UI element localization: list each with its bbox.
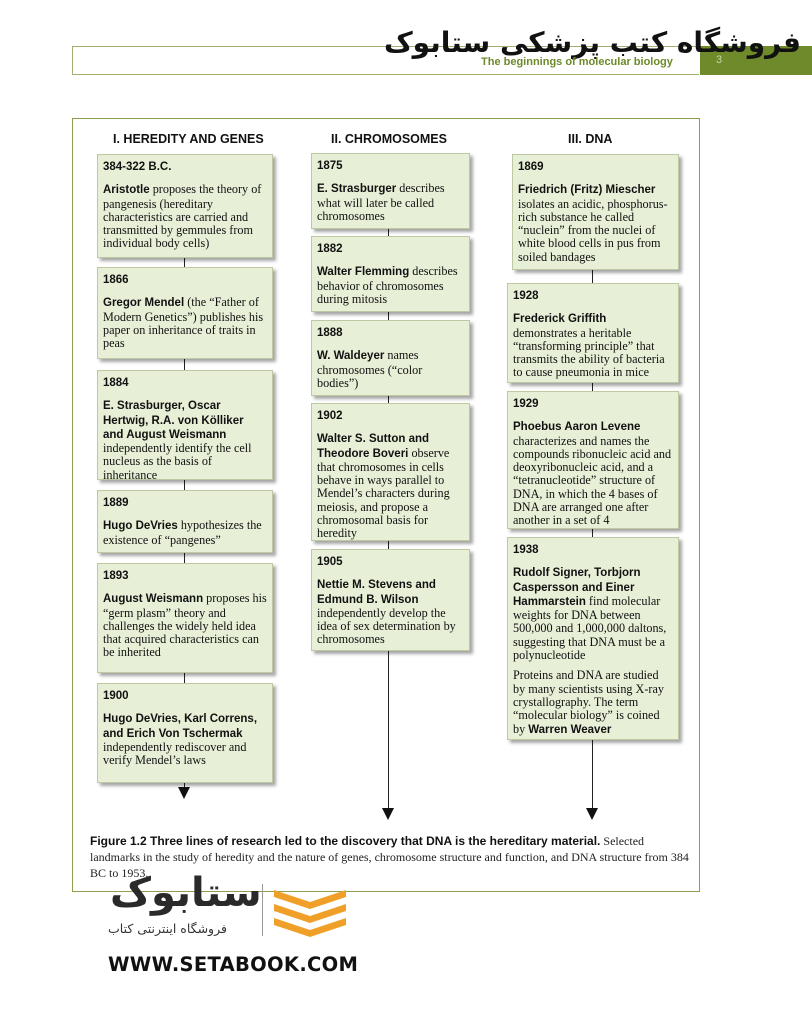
entry-text: independently develop the idea of sex de… [317, 605, 456, 647]
book-stack-icon [274, 890, 346, 937]
entry-year: 1902 [317, 410, 343, 422]
entry-text: find molecular weights for DNA between 5… [513, 593, 667, 663]
entry-name: Hugo DeVries, Karl Correns, and Erich Vo… [103, 713, 258, 740]
entry-year: 1882 [317, 243, 343, 255]
entry-year: 1938 [513, 544, 539, 556]
entry-year: 384-322 B.C. [103, 161, 172, 173]
entry-text: describes what will later be called chro… [317, 181, 445, 223]
entry-text: proposes his “germ plasm” theory and cha… [103, 591, 267, 660]
entry-name: Frederick Griffith [513, 313, 607, 326]
entry-name: Hugo DeVries [103, 520, 178, 533]
arrow-down-icon [178, 787, 190, 799]
logo-wordmark: ستابوک [110, 870, 263, 916]
entry-year: 1905 [317, 556, 343, 568]
entry-text: (the “Father of Modern Genetics”) publis… [103, 295, 264, 351]
entry-name: Walter Flemming [317, 266, 410, 279]
timeline-box: 1869 Friedrich (Fritz) Miescher isolates… [512, 154, 679, 270]
entry-year: 1929 [513, 398, 539, 410]
entry-text: names chromosomes (“color bodies”) [317, 348, 423, 390]
timeline-box: 1889 Hugo DeVries hypothesizes the exist… [97, 490, 273, 553]
entry-extra-name: Warren Weaver [528, 723, 612, 736]
entry-text: characterizes and names the compounds ri… [513, 433, 672, 528]
entry-text: independently rediscover and verify Mend… [103, 739, 247, 768]
entry-text: hypothesizes the existence of “pangenes” [103, 518, 262, 547]
entry-text: demonstrates a heritable “transforming p… [513, 325, 665, 380]
column-heading-heredity: I. HEREDITY AND GENES [113, 132, 264, 146]
caption-label: Figure 1.2 Three lines of research led t… [90, 834, 601, 848]
timeline-box: 1882 Walter Flemming describes behavior … [311, 236, 470, 312]
timeline-box: 1902 Walter S. Sutton and Theodore Bover… [311, 403, 470, 541]
entry-year: 1866 [103, 274, 129, 286]
entry-name: E. Strasburger, Oscar Hertwig, R.A. von … [103, 400, 244, 441]
entry-extra-text: Proteins and DNA are studied by many sci… [513, 668, 664, 736]
entry-text: observe that chromosomes in cells behave… [317, 445, 450, 541]
entry-name: Phoebus Aaron Levene [513, 421, 641, 434]
timeline-line-dna [592, 262, 593, 808]
entry-year: 1875 [317, 160, 343, 172]
figure-caption: Figure 1.2 Three lines of research led t… [90, 833, 690, 881]
caption-text: Selected landmarks in the study of hered… [90, 834, 689, 880]
timeline-box: 384-322 B.C. Aristotle proposes the theo… [97, 154, 273, 258]
entry-year: 1884 [103, 377, 129, 389]
arrow-down-icon [586, 808, 598, 820]
timeline-box: 1938 Rudolf Signer, Torbjorn Caspersson … [507, 537, 679, 740]
chapter-title: The beginnings of molecular biology [481, 56, 673, 68]
timeline-box: 1866 Gregor Mendel (the “Father of Moder… [97, 267, 273, 359]
entry-name: Walter S. Sutton and Theodore Boveri [317, 433, 430, 460]
entry-text: isolates an acidic, phosphorus-rich subs… [518, 196, 668, 264]
arrow-down-icon [382, 808, 394, 820]
header-rule [72, 46, 699, 75]
figure-frame [72, 118, 700, 892]
page-number: 3 [716, 54, 723, 66]
entry-name: E. Strasburger [317, 183, 397, 196]
timeline-box: 1875 E. Strasburger describes what will … [311, 153, 470, 229]
entry-year: 1893 [103, 570, 129, 582]
website-url[interactable]: WWW.SETABOOK.COM [108, 953, 359, 976]
entry-name: Aristotle [103, 184, 150, 197]
column-heading-dna: III. DNA [568, 132, 613, 146]
header-tab [700, 46, 812, 75]
timeline-box: 1893 August Weismann proposes his “germ … [97, 563, 273, 673]
entry-year: 1889 [103, 497, 129, 509]
entry-name: Nettie M. Stevens and Edmund B. Wilson [317, 579, 436, 606]
entry-year: 1869 [518, 161, 544, 173]
entry-text: proposes the theory of pangenesis (hered… [103, 182, 262, 251]
entry-name: Gregor Mendel [103, 297, 185, 310]
timeline-box: 1884 E. Strasburger, Oscar Hertwig, R.A.… [97, 370, 273, 482]
column-heading-chromosomes: II. CHROMOSOMES [331, 132, 447, 146]
store-name: فروشگاه کتب پزشکی ستابوک [384, 26, 801, 59]
entry-year: 1928 [513, 290, 539, 302]
entry-year: 1900 [103, 690, 129, 702]
timeline-box: 1905 Nettie M. Stevens and Edmund B. Wil… [311, 549, 470, 651]
timeline-box: 1888 W. Waldeyer names chromosomes (“col… [311, 320, 470, 396]
timeline-box: 1928 Frederick Griffith demonstrates a h… [507, 283, 679, 383]
entry-text: describes behavior of chromosomes during… [317, 264, 458, 306]
logo-subtitle: فروشگاه اینترنتی کتاب [108, 921, 227, 936]
timeline-box: 1929 Phoebus Aaron Levene characterizes … [507, 391, 679, 529]
entry-name: Rudolf Signer, Torbjorn Caspersson and E… [513, 567, 641, 608]
timeline-box: 1900 Hugo DeVries, Karl Correns, and Eri… [97, 683, 273, 783]
entry-name: W. Waldeyer [317, 350, 385, 363]
entry-name: August Weismann [103, 593, 204, 606]
entry-year: 1888 [317, 327, 343, 339]
logo-divider [262, 884, 263, 936]
entry-text: independently identify the cell nucleus … [103, 441, 252, 482]
entry-name: Friedrich (Fritz) Miescher [518, 184, 656, 197]
